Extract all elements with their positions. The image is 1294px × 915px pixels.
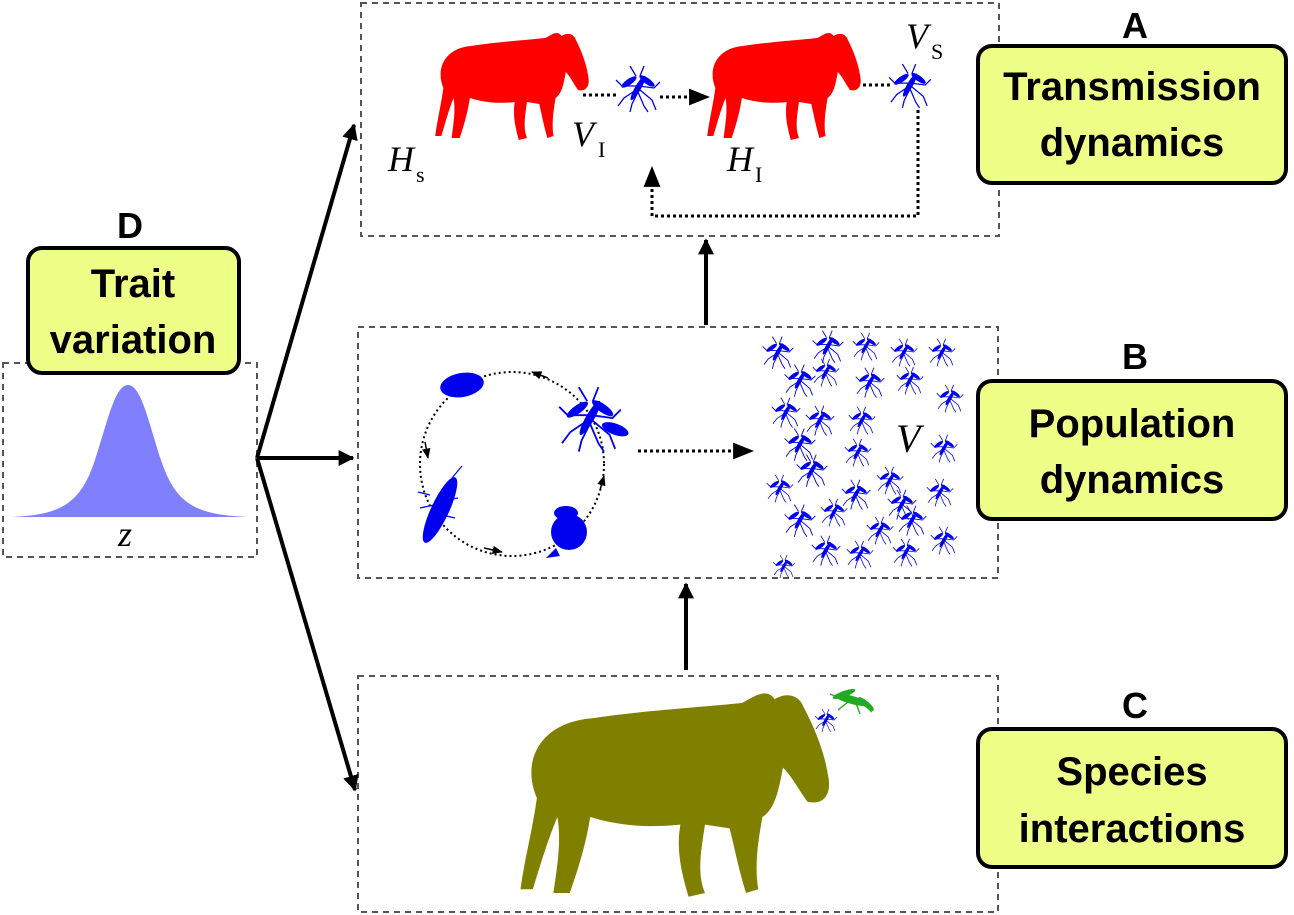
egg-icon (440, 372, 484, 398)
svg-text:H: H (726, 139, 755, 179)
adult-mosquito-icon (558, 386, 629, 453)
trait-distribution-curve (10, 385, 250, 517)
larva-icon (417, 465, 463, 543)
panel-a-frame (360, 2, 1000, 237)
svg-text:s: s (416, 162, 425, 187)
other-insect-icon (829, 689, 874, 715)
svg-text:I: I (598, 137, 605, 162)
panel-b-label-line1: Population (1029, 402, 1236, 446)
vector-infected-icon (615, 65, 661, 113)
svg-text:I: I (755, 162, 762, 187)
svg-text:S: S (931, 39, 943, 64)
panel-c-frame (357, 675, 999, 913)
pupa-icon (546, 506, 587, 558)
panel-a-letter: A (1122, 5, 1148, 46)
panel-a-label-line2: dynamics (1040, 121, 1225, 165)
vector-susceptible-icon (888, 63, 932, 109)
panel-a-label-box (976, 44, 1288, 185)
transmission-dotted-arrows (583, 83, 920, 218)
panel-c-letter: C (1122, 685, 1148, 726)
panel-c-label-line1: Species (1056, 750, 1207, 794)
panel-b-letter: B (1122, 336, 1148, 377)
small-vector-icon (814, 708, 838, 733)
symbol-hi: H I (726, 139, 762, 187)
feedback-loop-arrow (643, 110, 920, 218)
panel-d-letter: D (117, 205, 143, 246)
host-susceptible-icon (435, 32, 589, 141)
symbol-hs: H s (387, 139, 425, 187)
panel-d-label-box (26, 246, 241, 375)
panel-b-label-box (976, 379, 1288, 521)
panel-b-label-line2: dynamics (1040, 458, 1225, 502)
arrow-to-species (255, 457, 359, 792)
host-infected-icon (707, 32, 861, 141)
mosquito-swarm (762, 330, 964, 579)
panel-c-label-line2: interactions (1019, 807, 1246, 851)
life-cycle (417, 371, 629, 558)
panel-a-label-line1: Transmission (1003, 65, 1261, 109)
host-species-icon (520, 693, 830, 897)
panel-d-label-line1: Trait (91, 262, 175, 306)
svg-text:V: V (906, 16, 932, 56)
symbol-vi: V I (572, 114, 605, 162)
trait-arrows (255, 123, 714, 792)
panel-d-label-line2: variation (50, 318, 217, 362)
svg-text:H: H (387, 139, 416, 179)
panel-b-frame (357, 326, 999, 579)
svg-text:V: V (572, 114, 598, 154)
panel-c-label-box (976, 727, 1288, 869)
arrow-to-transmission (255, 123, 358, 459)
symbol-v: V (896, 416, 925, 461)
symbol-z: z (117, 514, 132, 554)
symbol-vs: V S (906, 16, 943, 64)
